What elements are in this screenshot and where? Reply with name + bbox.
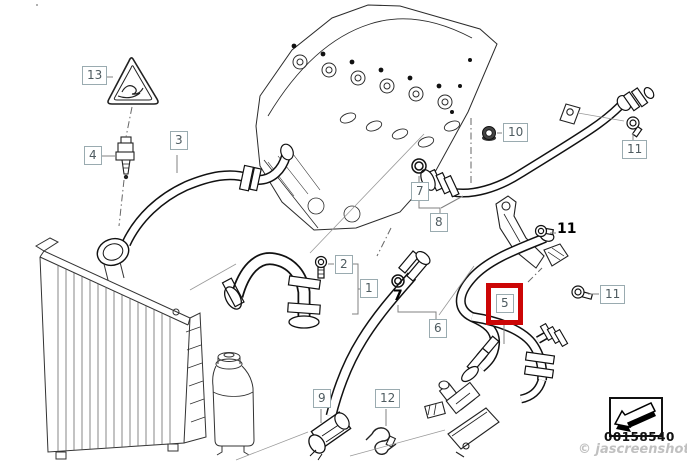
bolt-11-mid-icon — [571, 285, 594, 300]
radiator-drawing — [35, 237, 207, 460]
part-label-5-highlighted[interactable]: 5 — [496, 294, 514, 313]
bolt-11-bracket-icon — [534, 224, 554, 238]
o-ring-7-upper — [411, 158, 427, 174]
speck-artifact — [36, 4, 38, 6]
highlight-box-part-5 — [486, 283, 523, 325]
part-label-3[interactable]: 3 — [170, 131, 188, 150]
diagram-part-number: 00158540 — [604, 430, 675, 444]
nut-10-icon — [482, 126, 496, 141]
expansion-tank-drawing — [212, 352, 255, 456]
part-label-7-bold[interactable]: 7 — [393, 288, 403, 304]
part-label-13[interactable]: 13 — [82, 66, 108, 85]
bolt-11-top-icon — [626, 116, 643, 138]
part-label-1[interactable]: 1 — [360, 279, 378, 298]
watermark-text: jascreenshot — [595, 442, 687, 457]
thermostat-assembly-drawing — [424, 380, 500, 458]
legend-arrow-box — [609, 397, 663, 437]
part-label-2[interactable]: 2 — [335, 255, 353, 274]
part-label-11-top[interactable]: 11 — [622, 140, 648, 159]
hose-9-drawing — [308, 250, 431, 461]
hose-3-drawing — [96, 143, 294, 281]
watermark: © jascreenshot.com — [578, 441, 687, 457]
temperature-sensor-drawing — [115, 136, 135, 180]
part-label-12[interactable]: 12 — [375, 389, 401, 408]
direction-arrow-icon — [613, 402, 657, 432]
warning-triangle-icon — [107, 57, 159, 105]
part-label-11-mid[interactable]: 11 — [600, 285, 626, 304]
part-label-7-boxed[interactable]: 7 — [411, 182, 429, 201]
mounting-bracket-drawing — [495, 195, 569, 269]
part-label-6[interactable]: 6 — [429, 319, 447, 338]
coolant-pipe-drawing — [420, 86, 655, 198]
hose-1-drawing — [221, 252, 322, 329]
part-label-4[interactable]: 4 — [84, 146, 102, 165]
o-ring-7-center — [391, 274, 405, 288]
construction-lines — [189, 112, 625, 461]
center-lines — [118, 106, 543, 283]
part-label-10[interactable]: 10 — [503, 123, 529, 142]
engine-block-drawing — [255, 4, 498, 231]
part-label-11-bold[interactable]: 11 — [557, 221, 577, 237]
watermark-copyright: © — [578, 442, 591, 457]
bolt-2-icon — [314, 255, 328, 279]
part-label-9[interactable]: 9 — [313, 389, 331, 408]
part-label-8[interactable]: 8 — [430, 213, 448, 232]
leader-lines — [100, 76, 634, 426]
